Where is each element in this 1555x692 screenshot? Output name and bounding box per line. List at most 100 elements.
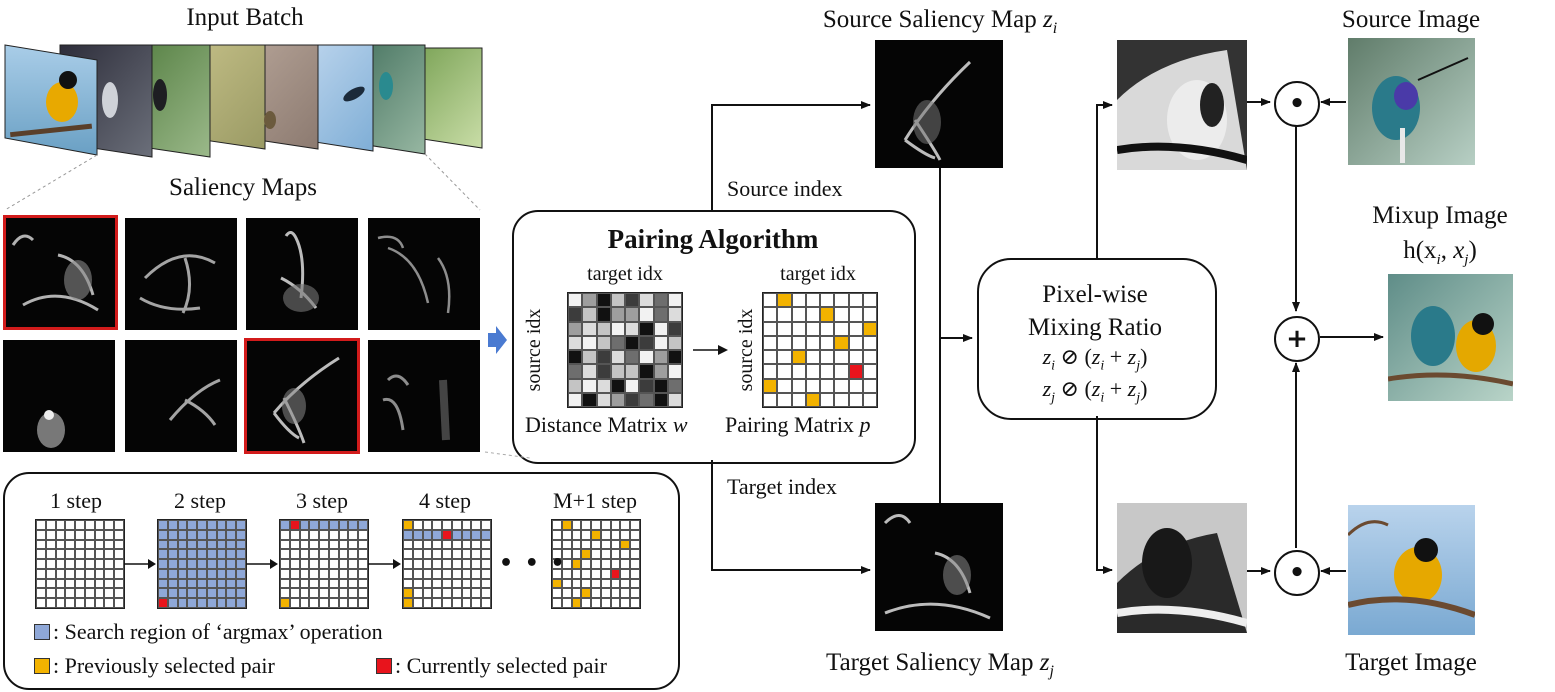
step-cell xyxy=(581,588,592,599)
distance-cell xyxy=(625,350,640,365)
pairing-cell xyxy=(862,392,877,407)
step-cell xyxy=(289,578,300,589)
step-cell xyxy=(442,578,452,589)
pairing-cell xyxy=(848,378,863,393)
step-cell xyxy=(299,588,310,599)
step-cell xyxy=(45,520,56,530)
step-cell xyxy=(289,549,300,560)
step-cell xyxy=(75,520,85,530)
step-cell xyxy=(422,520,433,530)
mixing-line-2: Mixing Ratio xyxy=(1027,314,1163,341)
step-cell xyxy=(309,529,320,540)
step-cell xyxy=(571,559,582,569)
saliency-map-8 xyxy=(368,340,480,452)
step-cell xyxy=(552,578,562,589)
step-cell xyxy=(299,539,310,550)
distance-cell xyxy=(625,307,640,322)
pairing-cell xyxy=(862,350,877,365)
legend-red-square xyxy=(376,658,392,674)
step-cell xyxy=(581,598,592,608)
step-cell xyxy=(280,549,290,560)
step-cell xyxy=(309,578,320,589)
step-cell xyxy=(348,539,359,550)
pairing-cell xyxy=(834,364,849,379)
distance-cell xyxy=(625,364,640,379)
distance-cell xyxy=(639,392,654,407)
step-cell xyxy=(338,529,349,540)
distance-cell xyxy=(653,378,668,393)
step-cell xyxy=(226,549,237,560)
step-cell xyxy=(65,568,76,579)
step-cell xyxy=(600,559,611,569)
step-cell xyxy=(187,520,198,530)
step-cell xyxy=(571,568,582,579)
step-cell xyxy=(84,588,95,599)
step-cell xyxy=(610,529,621,540)
distance-cell xyxy=(667,350,682,365)
distance-cell xyxy=(568,293,583,308)
pairing-cell xyxy=(834,307,849,322)
step-cell xyxy=(187,539,198,550)
target-idx-right: target idx xyxy=(780,263,856,285)
step-cell xyxy=(422,559,433,569)
step-cell xyxy=(216,578,227,589)
distance-cell xyxy=(639,307,654,322)
step-cell xyxy=(65,598,76,608)
step-cell xyxy=(84,520,95,530)
pairing-cell xyxy=(791,307,806,322)
step-cell xyxy=(299,578,310,589)
step-cell xyxy=(600,520,611,530)
step-cell xyxy=(299,520,310,530)
step-cell xyxy=(36,588,46,599)
step-cell xyxy=(177,539,188,550)
step-cell xyxy=(412,598,423,608)
multiply-target-icon: • xyxy=(1274,550,1320,596)
step-cell xyxy=(581,568,592,579)
pairing-cell xyxy=(763,307,778,322)
distance-cell xyxy=(625,293,640,308)
step-cell xyxy=(289,529,300,540)
step-cell xyxy=(620,539,631,550)
step-cell xyxy=(552,549,562,560)
step-cell xyxy=(55,520,66,530)
step-cell xyxy=(177,529,188,540)
step-cell xyxy=(104,559,115,569)
legend-current: : Currently selected pair xyxy=(376,655,607,677)
pairing-cell xyxy=(805,293,820,308)
step-cell xyxy=(451,578,462,589)
mixup-image xyxy=(1388,274,1513,401)
step-cell xyxy=(319,559,329,569)
step-cell xyxy=(309,568,320,579)
distance-cell xyxy=(639,378,654,393)
step-cell xyxy=(65,559,76,569)
step-cell xyxy=(65,549,76,560)
step-cell xyxy=(289,588,300,599)
step-cell xyxy=(403,568,413,579)
step-cell xyxy=(299,529,310,540)
step-cell xyxy=(94,568,105,579)
mixing-formula-j: zj ⊘ (zi + zj) xyxy=(1042,376,1148,406)
step-cell xyxy=(442,520,452,530)
step-cell xyxy=(114,559,124,569)
step-cell xyxy=(610,549,621,560)
distance-cell xyxy=(667,307,682,322)
step-cell xyxy=(630,568,640,579)
distance-cell xyxy=(653,364,668,379)
step-cell xyxy=(114,529,124,540)
distance-cell xyxy=(596,378,611,393)
step-cell xyxy=(461,559,472,569)
step-cell xyxy=(197,539,207,550)
step-cell xyxy=(236,549,246,560)
step-cell xyxy=(328,578,339,589)
step-cell xyxy=(471,539,482,550)
step-cell xyxy=(299,559,310,569)
step-cell xyxy=(442,559,452,569)
step-cell xyxy=(319,549,329,560)
step-cell xyxy=(319,568,329,579)
step-cell xyxy=(328,529,339,540)
step-cell xyxy=(591,568,601,579)
step-cell xyxy=(481,559,491,569)
step-cell xyxy=(280,539,290,550)
step-cell xyxy=(309,598,320,608)
step-cell xyxy=(197,598,207,608)
